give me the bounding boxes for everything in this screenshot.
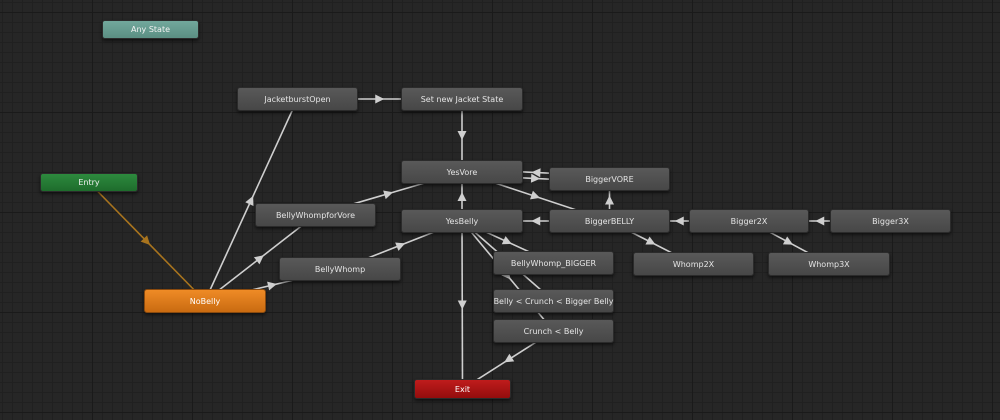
transition-arrow-icon bbox=[267, 281, 277, 291]
any-state-node[interactable]: Any State bbox=[102, 20, 199, 39]
state-biggerbelly-label: BiggerBELLY bbox=[584, 216, 635, 226]
transition-arrow-icon bbox=[815, 216, 825, 226]
state-nobelly-label: NoBelly bbox=[189, 296, 221, 306]
state-bellywhompforvore[interactable]: BellyWhompforVore bbox=[255, 203, 376, 227]
transition-arrow-icon bbox=[605, 195, 614, 205]
state-belly-crunch-bigger-belly[interactable]: Belly < Crunch < Bigger Belly bbox=[493, 289, 614, 313]
state-bigger3x-label: Bigger3X bbox=[872, 216, 909, 226]
transition-arrow-icon bbox=[245, 195, 254, 206]
state-bigger2x[interactable]: Bigger2X bbox=[689, 209, 809, 233]
transition-arrow-icon bbox=[383, 190, 394, 200]
state-set-new-jacket-state-label: Set new Jacket State bbox=[420, 94, 504, 104]
transition-arrow-icon bbox=[531, 168, 541, 178]
state-crunch-belly-label: Crunch < Belly bbox=[523, 326, 584, 336]
state-whomp2x[interactable]: Whomp2X bbox=[633, 252, 754, 276]
transition-arrow-icon bbox=[457, 192, 467, 201]
state-biggervore[interactable]: BiggerVORE bbox=[549, 167, 670, 191]
exit-node[interactable]: Exit bbox=[414, 379, 511, 399]
transition-arrow-icon bbox=[674, 216, 684, 226]
transition-arrow-icon bbox=[375, 94, 385, 104]
state-bellywhomp[interactable]: BellyWhomp bbox=[279, 257, 401, 281]
state-whomp2x-label: Whomp2X bbox=[672, 259, 715, 269]
entry-label: Entry bbox=[78, 178, 100, 187]
state-nobelly[interactable]: NoBelly bbox=[144, 289, 266, 313]
transition-arrow-icon bbox=[530, 190, 541, 200]
state-yesbelly-label: YesBelly bbox=[445, 216, 479, 226]
state-whomp3x-label: Whomp3X bbox=[808, 259, 850, 269]
transition-arrow-icon bbox=[530, 173, 541, 183]
transition-arrow-icon bbox=[645, 236, 656, 245]
transition-arrow-icon bbox=[457, 300, 467, 310]
state-crunch-belly[interactable]: Crunch < Belly bbox=[493, 319, 614, 343]
exit-label: Exit bbox=[454, 384, 471, 394]
state-set-new-jacket-state[interactable]: Set new Jacket State bbox=[401, 87, 523, 111]
transition-arrow-icon bbox=[457, 131, 467, 140]
state-yesvore[interactable]: YesVore bbox=[401, 160, 523, 184]
state-yesvore-label: YesVore bbox=[446, 167, 478, 177]
state-biggervore-label: BiggerVORE bbox=[585, 174, 634, 184]
entry-node[interactable]: Entry bbox=[40, 173, 138, 192]
state-bellywhomp-bigger[interactable]: BellyWhomp_BIGGER bbox=[493, 251, 614, 275]
state-whomp3x[interactable]: Whomp3X bbox=[768, 252, 890, 276]
transition-arrow-icon bbox=[395, 242, 406, 251]
state-jacketburstopen-label: JacketburstOpen bbox=[264, 94, 331, 104]
transition-arrow-icon bbox=[504, 353, 515, 363]
state-bellywhomp-label: BellyWhomp bbox=[314, 264, 366, 274]
state-bigger3x[interactable]: Bigger3X bbox=[830, 209, 951, 233]
transition-arrow-icon bbox=[253, 255, 264, 265]
transition-arrow-icon bbox=[782, 236, 793, 245]
transition-arrow-icon bbox=[531, 216, 541, 226]
state-biggerbelly[interactable]: BiggerBELLY bbox=[549, 209, 670, 233]
state-bellywhomp-bigger-label: BellyWhomp_BIGGER bbox=[510, 258, 597, 268]
transition-arrow-icon bbox=[140, 235, 151, 245]
state-yesbelly[interactable]: YesBelly bbox=[401, 209, 523, 233]
transition-arrow-icon bbox=[501, 236, 512, 245]
any-state-label: Any State bbox=[131, 25, 170, 34]
state-bellywhompforvore-label: BellyWhompforVore bbox=[275, 210, 356, 220]
state-jacketburstopen[interactable]: JacketburstOpen bbox=[237, 87, 358, 111]
state-bigger2x-label: Bigger2X bbox=[730, 216, 768, 226]
state-belly-crunch-bigger-belly-label: Belly < Crunch < Bigger Belly bbox=[493, 296, 614, 306]
